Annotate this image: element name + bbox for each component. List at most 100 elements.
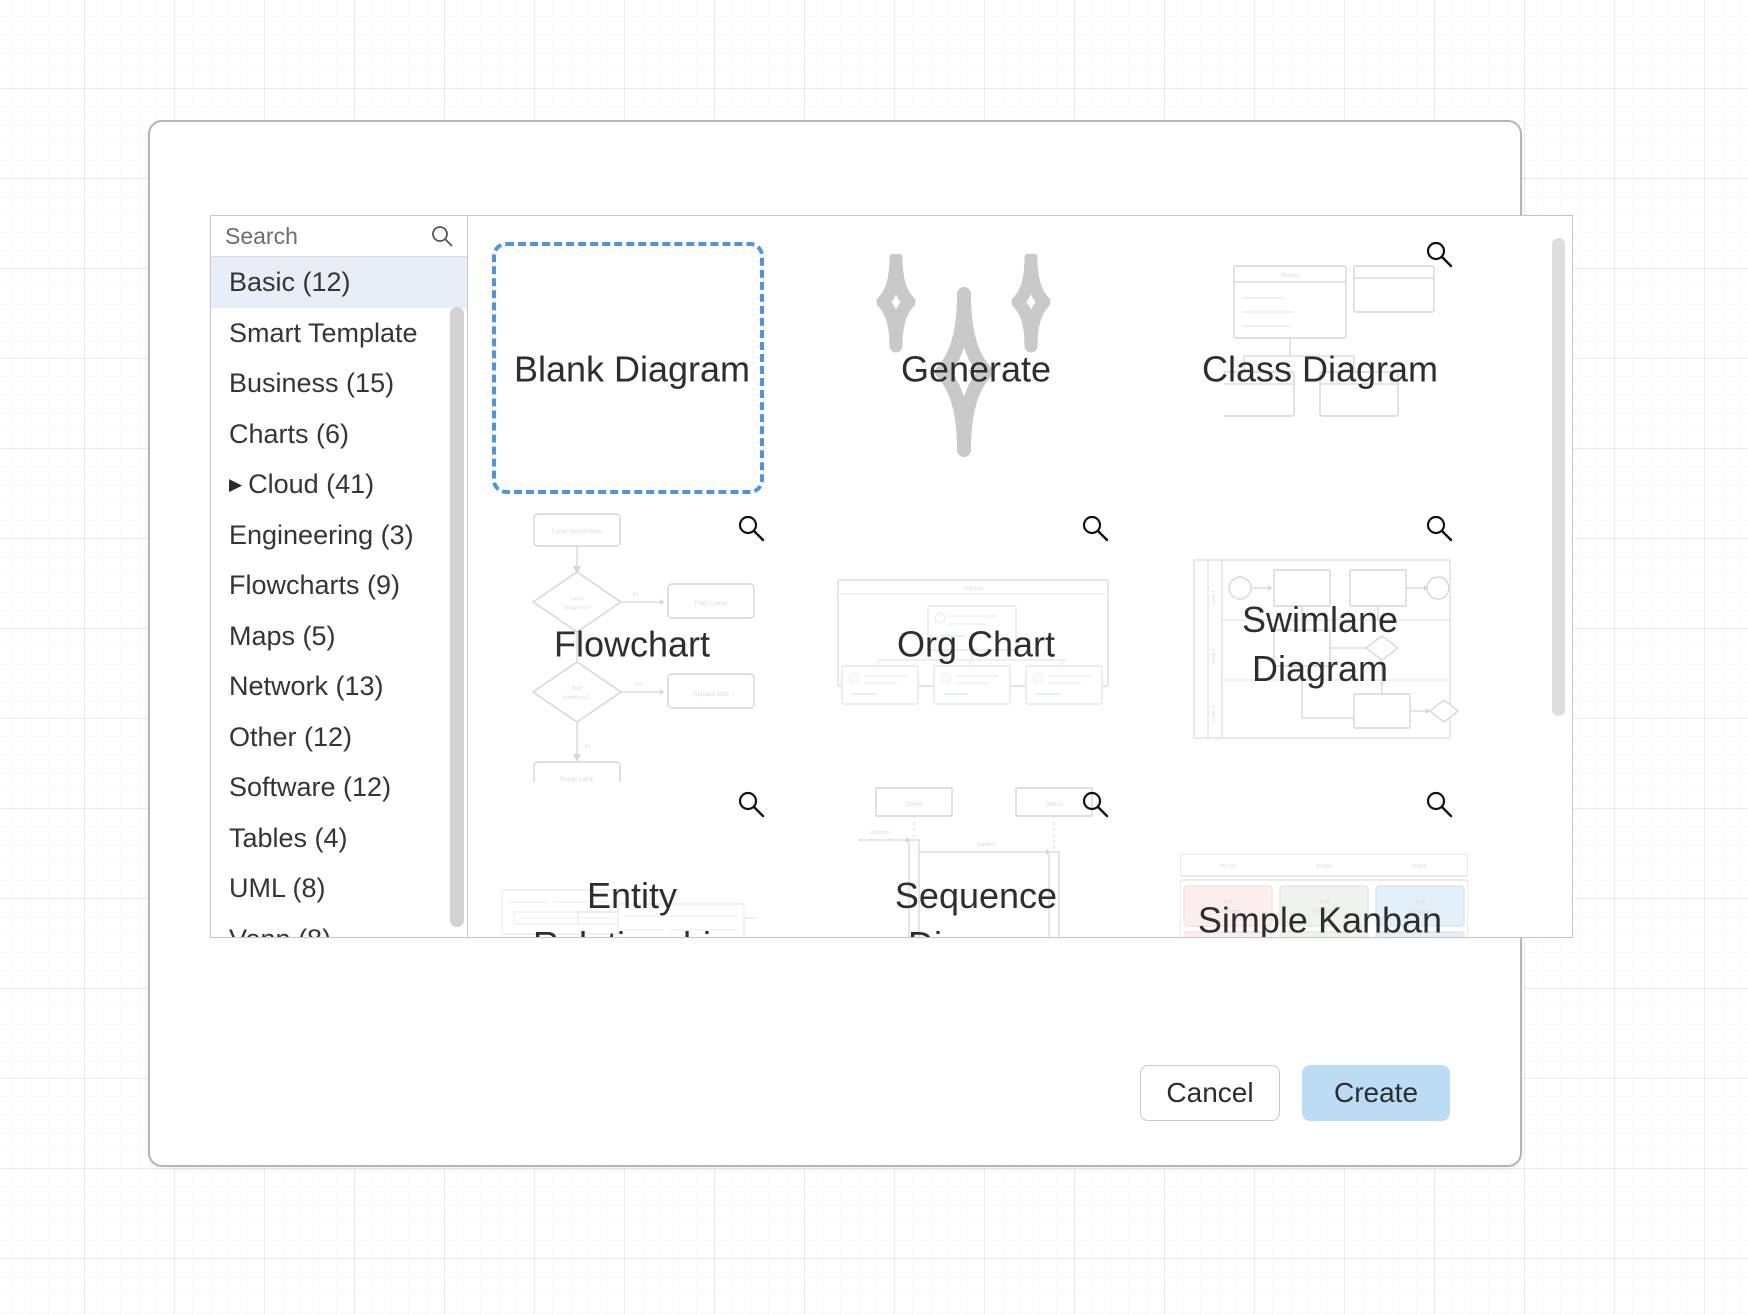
svg-text:Repair Lamp: Repair Lamp	[560, 777, 595, 782]
sidebar-item-maps-5[interactable]: Maps (5)	[211, 611, 467, 662]
svg-text:Task: Task	[1319, 899, 1330, 905]
sidebar-item-label: Other (12)	[229, 721, 353, 752]
template-card-generate[interactable]: Generate	[828, 232, 1124, 506]
dialog-footer: Cancel Create	[1140, 1065, 1450, 1121]
preview-zoom-icon[interactable]	[1080, 514, 1110, 544]
svg-text:Professor: Professor	[1348, 377, 1370, 383]
sidebar-item-other-12[interactable]: Other (12)	[211, 712, 467, 763]
preview-zoom-icon[interactable]	[1424, 240, 1454, 270]
svg-text:DOING: DOING	[1316, 864, 1333, 870]
preview-zoom-icon[interactable]	[1424, 790, 1454, 820]
svg-text:Lane 2: Lane 2	[1211, 648, 1217, 664]
sidebar-item-label: Venn (8)	[229, 924, 331, 938]
sidebar-item-label: Cloud (41)	[248, 469, 375, 499]
sidebar-item-network-13[interactable]: Network (13)	[211, 661, 467, 712]
svg-text:Description: Description	[1215, 909, 1240, 915]
sidebar-item-basic-12[interactable]: Basic (12)	[211, 257, 467, 308]
sidebar-item-charts-6[interactable]: Charts (6)	[211, 409, 467, 460]
svg-text:Bulb: Bulb	[572, 686, 582, 692]
svg-text:Plug in lamp: Plug in lamp	[694, 601, 728, 607]
preview-zoom-icon[interactable]	[736, 790, 766, 820]
svg-text:Replace Bulb: Replace Bulb	[693, 692, 729, 698]
sidebar-item-venn-8[interactable]: Venn (8)	[211, 914, 467, 938]
search-input[interactable]	[211, 222, 415, 250]
template-thumbnail: Object Object dispatch dispatch	[828, 782, 1124, 937]
sidebar-item-label: Basic (12)	[229, 267, 351, 297]
svg-text:dispatch: dispatch	[871, 830, 890, 836]
svg-text:Task: Task	[1223, 899, 1234, 905]
sidebar-item-software-12[interactable]: Software (12)	[211, 762, 467, 813]
svg-text:Description: Description	[1407, 909, 1432, 915]
sidebar-scrollbar[interactable]	[450, 301, 464, 937]
template-thumbnail	[828, 232, 1124, 506]
template-card-entity-relationship[interactable]: Entity Relationship	[484, 782, 780, 937]
sidebar-item-label: Engineering (3)	[229, 519, 414, 550]
preview-zoom-icon[interactable]	[1424, 514, 1454, 544]
sidebar-item-label: Flowcharts (9)	[229, 570, 401, 600]
template-thumbnail: Lane 1 Lane 2 Lane 3	[1172, 506, 1468, 782]
expand-triangle-icon[interactable]: ▶	[229, 475, 243, 494]
sidebar-item-label: Smart Template	[229, 317, 418, 348]
sidebar-item-label: UML (8)	[229, 873, 326, 903]
svg-text:Object: Object	[905, 802, 923, 808]
svg-text:Person: Person	[1280, 273, 1299, 279]
sidebar-item-business-15[interactable]: Business (15)	[211, 358, 467, 409]
sidebar-item-label: Maps (5)	[229, 620, 336, 651]
svg-text:Lane 3: Lane 3	[1211, 706, 1217, 722]
preview-zoom-icon[interactable]	[1080, 790, 1110, 820]
sidebar-item-label: Charts (6)	[229, 418, 350, 449]
template-row: Entity Relationship Object Object dispatch d…	[484, 782, 1534, 937]
svg-text:Object: Object	[1045, 802, 1063, 808]
svg-text:Lane 1: Lane 1	[1211, 590, 1217, 606]
svg-text:Yes: Yes	[634, 682, 643, 688]
svg-text:Lamp doesn't work: Lamp doesn't work	[552, 529, 603, 535]
svg-text:Task: Task	[1415, 899, 1426, 905]
template-scrollbar-thumb[interactable]	[1552, 238, 1565, 716]
sidebar-item-label: Tables (4)	[229, 822, 348, 853]
sidebar-item-tables-4[interactable]: Tables (4)	[211, 813, 467, 864]
cancel-button[interactable]: Cancel	[1140, 1065, 1280, 1121]
sidebar-scrollbar-thumb[interactable]	[450, 307, 464, 927]
template-thumbnail	[484, 782, 780, 937]
svg-text:Lamp: Lamp	[571, 596, 584, 602]
template-thumbnail: OrgChart	[828, 506, 1124, 782]
svg-text:dispatch: dispatch	[977, 842, 996, 848]
svg-text:DONE: DONE	[1413, 864, 1428, 870]
svg-text:Student: Student	[1246, 377, 1264, 383]
template-card-blank-diagram[interactable]: Blank Diagram	[484, 232, 780, 506]
sidebar-item-label: Network (13)	[229, 671, 384, 701]
search-icon[interactable]	[431, 225, 453, 247]
selection-outline	[492, 242, 764, 494]
sidebar-item-engineering-3[interactable]: Engineering (3)	[211, 510, 467, 561]
search-row	[211, 216, 467, 257]
svg-text:No: No	[633, 592, 640, 598]
preview-zoom-icon[interactable]	[736, 514, 766, 544]
sidebar-item-label: Business (15)	[229, 368, 395, 398]
sidebar-item-flowcharts-9[interactable]: Flowcharts (9)	[211, 560, 467, 611]
svg-text:OrgChart: OrgChart	[963, 586, 984, 592]
svg-text:Description: Description	[1311, 909, 1336, 915]
svg-text:No: No	[585, 744, 592, 750]
sidebar-item-cloud-41[interactable]: ▶ Cloud (41)	[211, 459, 467, 510]
create-button[interactable]: Create	[1302, 1065, 1450, 1121]
svg-text:TO DO: TO DO	[1220, 864, 1236, 870]
sidebar-item-uml-8[interactable]: UML (8)	[211, 863, 467, 914]
sidebar-item-label: Software (12)	[229, 772, 392, 802]
svg-text:burned out?: burned out?	[564, 695, 591, 701]
sidebar-item-smart-template[interactable]: Smart Template	[211, 308, 467, 359]
